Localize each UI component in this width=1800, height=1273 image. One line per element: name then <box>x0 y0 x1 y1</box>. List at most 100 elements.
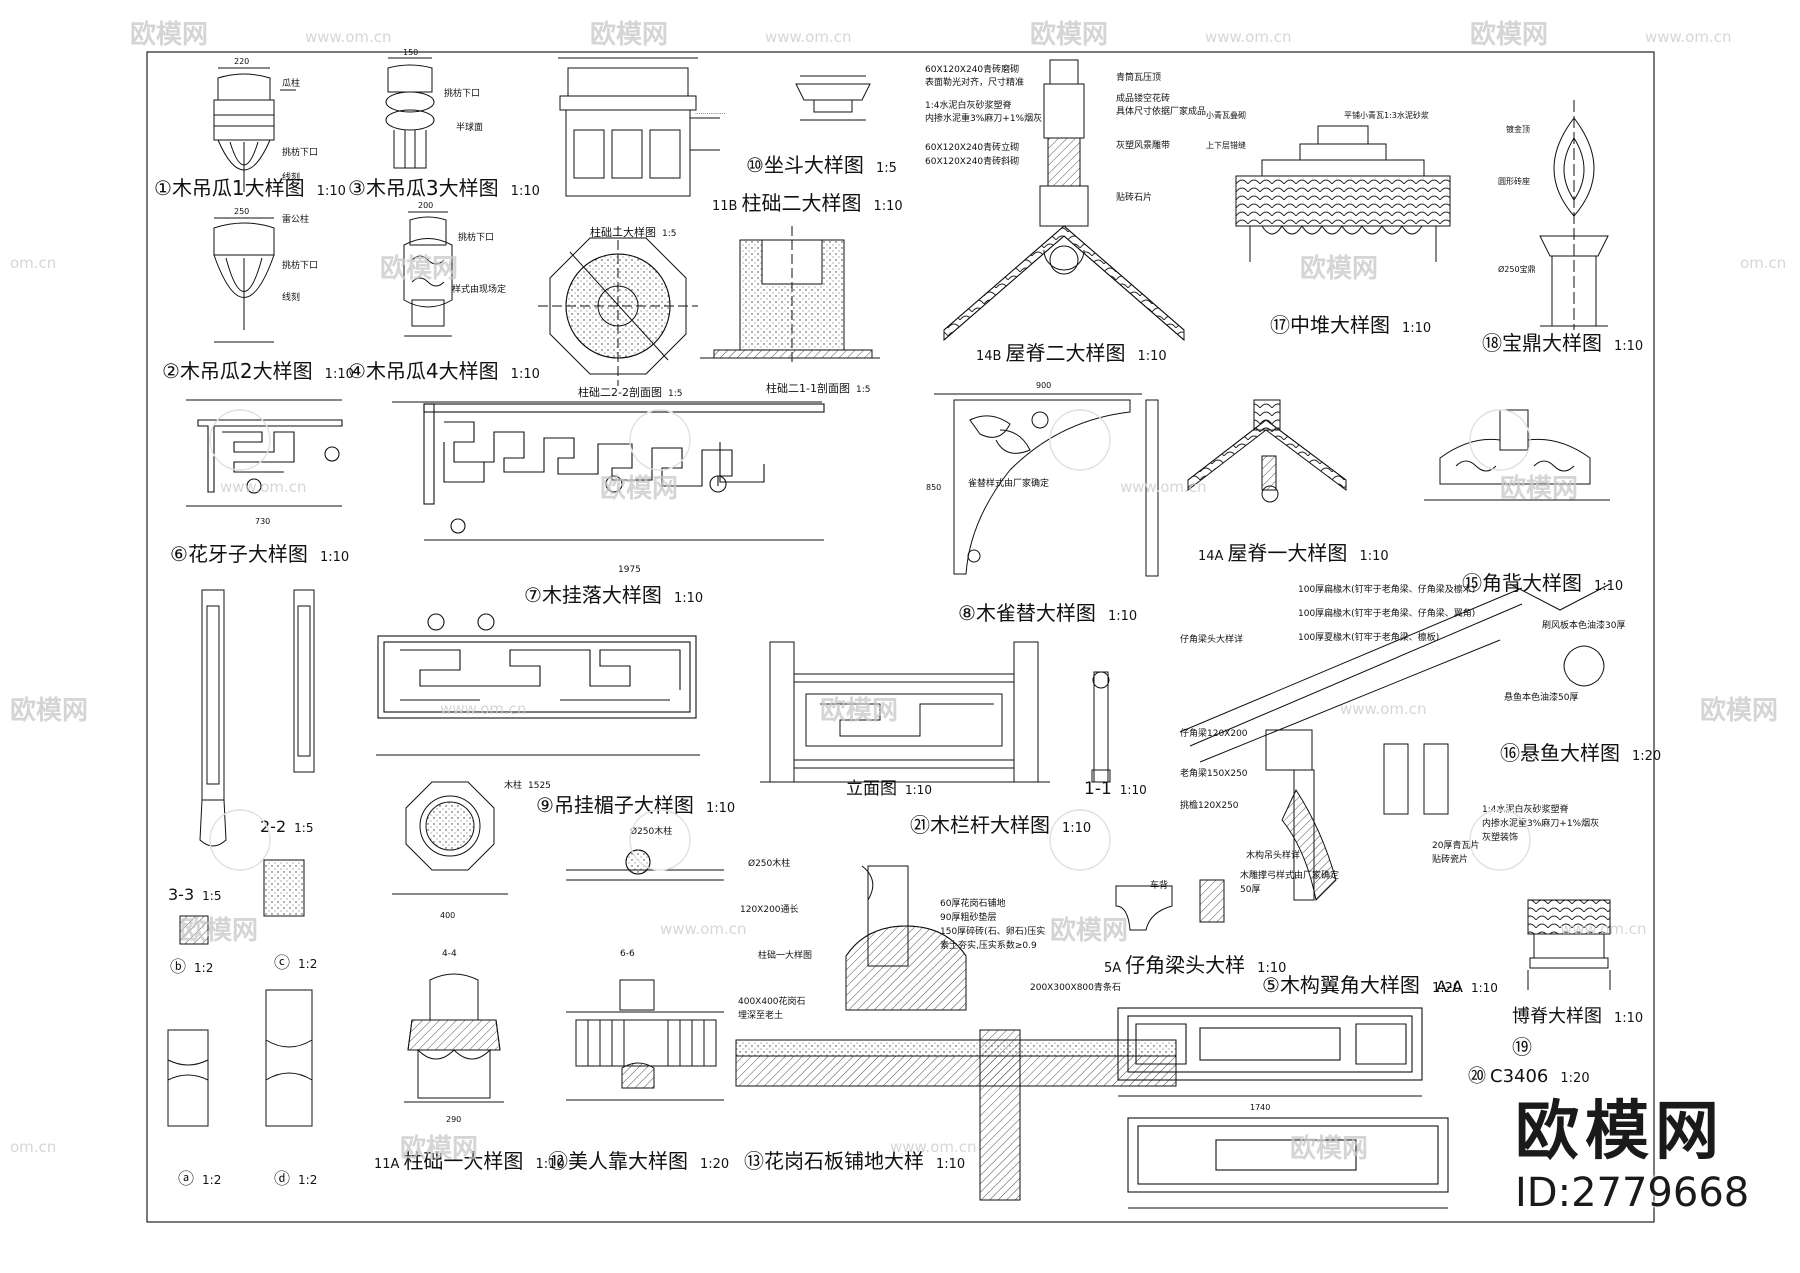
note-tiaofang-3: 挑枋下口 <box>444 87 480 99</box>
watermark-url: www.om.cn <box>440 700 527 718</box>
detail-33-post <box>199 589 315 847</box>
detail-3-mudiaogua3: 150 挑枋下口 半球面 <box>385 48 483 169</box>
note-guazhu: 瓜柱 <box>282 77 300 89</box>
note-r3: 100厚夏椽木(钉牢于老角梁、檩板) <box>1298 631 1439 643</box>
detail-8-muquetie: 900 雀替样式由厂家确定 850 <box>926 381 1159 577</box>
note-p6: 埋深至老土 <box>738 1009 783 1021</box>
note-chebei: 车背 <box>1150 879 1168 891</box>
note-tiaofang2: 挑枋下口 <box>282 259 318 271</box>
drawing-frame <box>146 51 1655 1223</box>
note-bd1: 镀金顶 <box>1506 124 1530 134</box>
watermark-brand: 欧模网 <box>600 474 679 504</box>
note-zhu250: Ø250木柱 <box>630 825 672 837</box>
note-p1: 60厚花岗石铺地 <box>940 897 1005 909</box>
detail-10-zuodou <box>795 75 871 121</box>
note-bd3: 圆形砖座 <box>1498 176 1530 186</box>
watermark-brand: 欧模网 <box>130 20 209 50</box>
note-ridge8: 成品镂空花砖 <box>1116 92 1170 104</box>
detail-12-meirenkao <box>566 979 724 1101</box>
detail-21-c3706 <box>1127 1117 1449 1209</box>
detail-18-notes: 镀金顶 圆形砖座 Ø250宝鼎 <box>1498 124 1536 274</box>
note-banqiu: 半球面 <box>456 121 483 133</box>
note-ridge6: 60X120X240青砖斜砌 <box>925 155 1019 167</box>
note-r5: 仔角梁120X200 <box>1180 727 1248 739</box>
note-r10: 50厚 <box>1240 884 1260 895</box>
watermark-brand: 欧模网 <box>400 1134 479 1164</box>
note-p3: 150厚碎砖(石、卵石)压实 <box>940 925 1045 937</box>
note-p8: 120X200通长 <box>740 903 799 915</box>
detail-5-notes: 100厚扁椽木(钉牢于老角梁、仔角梁及檩木) 100厚扁椽木(钉牢于老角梁、仔角… <box>1180 583 1625 895</box>
detail-18-baoding <box>1539 100 1609 330</box>
watermark-brand: 欧模网 <box>1300 254 1379 284</box>
note-ridge3: 1:4水泥白灰砂浆塑脊 <box>925 99 1012 111</box>
note-ridge2: 表面勒光对齐，尺寸精准 <box>925 76 1024 88</box>
watermark-brand: 欧模网 <box>1470 20 1549 50</box>
watermark-url: om.cn <box>10 254 57 272</box>
note-ridge11: 贴砖石片 <box>1116 191 1152 203</box>
note-r14: 内掺水泥重3%麻刀+1%烟灰 <box>1482 817 1599 829</box>
watermark-circles <box>209 409 1531 871</box>
note-leigongzhu: 雷公柱 <box>282 213 309 225</box>
detail-bojie <box>1527 899 1611 990</box>
svg-text:................: ................ <box>695 109 726 116</box>
note-ridge7: 青筒瓦压顶 <box>1116 71 1161 83</box>
watermark-url: www.om.cn <box>1340 700 1427 718</box>
detail-6-huayazi: 730 <box>186 399 343 526</box>
note-r12: 贴砖瓷片 <box>1432 853 1468 865</box>
dim-250: 250 <box>234 207 249 216</box>
note-p5: 400X400花岗石 <box>738 995 806 1007</box>
brand-logo-text: 欧模网 <box>1515 1095 1725 1169</box>
label-s66: 6-6 <box>620 949 635 959</box>
note-r2: 100厚扁椽木(钉牢于老角梁、仔角梁、翼角) <box>1298 607 1475 619</box>
detail-14b-ridge2 <box>943 59 1185 342</box>
detail-zhuchu-top: ................ <box>558 57 726 197</box>
note-p2: 90厚粗砂垫层 <box>940 911 996 923</box>
detail-meirenkao-top: Ø250木柱 <box>566 825 724 881</box>
detail-17-notes: 小青瓦叠砌 平铺小青瓦1:3水泥砂浆 上下层错缝 <box>1206 110 1429 150</box>
brand-id: ID:2779668 <box>1515 1170 1750 1216</box>
note-r15: 灰塑装饰 <box>1482 831 1518 843</box>
dim-850: 850 <box>926 483 941 492</box>
dim-150: 150 <box>403 48 418 57</box>
dim-900: 900 <box>1036 381 1051 390</box>
detail-1-mudiaogua1: 220 瓜柱 挑枋下口 线刻 <box>213 57 318 192</box>
detail-5-wing-corner <box>1179 583 1611 902</box>
note-qishi: 样式由现场定 <box>452 283 506 295</box>
note-r4: 仔角梁头大样详 <box>1180 633 1243 645</box>
note-xianke: 线刻 <box>282 171 300 183</box>
watermark-brand: 欧模网 <box>1030 20 1109 50</box>
detail-5a-zijiaoliang <box>1115 879 1225 931</box>
watermark-url: www.om.cn <box>1205 28 1292 46</box>
note-xuanyu: 悬鱼本色油漆50厚 <box>1504 691 1578 703</box>
note-ridge10: 灰塑风景雕带 <box>1116 139 1170 151</box>
note-r11: 20厚青瓦片 <box>1432 839 1479 851</box>
detail-abcd-small <box>167 859 313 1127</box>
watermark-url: www.om.cn <box>220 478 307 496</box>
detail-11a-zhuchu1: 290 <box>404 973 504 1124</box>
note-ridge5: 60X120X240青砖立砌 <box>925 141 1019 153</box>
note-xianke2: 线刻 <box>282 291 300 303</box>
dim-200: 200 <box>418 201 433 210</box>
